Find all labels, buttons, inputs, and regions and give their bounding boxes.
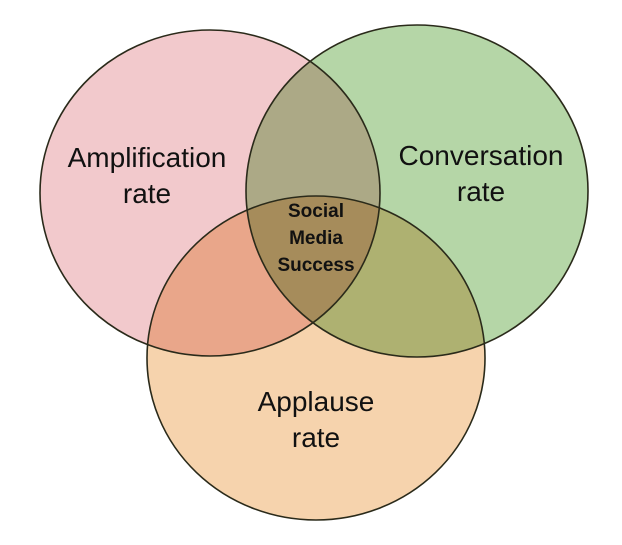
label-amplification-line1: Amplification <box>68 142 227 173</box>
label-amplification-line2: rate <box>123 178 171 209</box>
label-applause-line2: rate <box>292 422 340 453</box>
circle-applause-outline <box>146 195 486 521</box>
label-conversation-line2: rate <box>457 176 505 207</box>
circle-conversation-outline <box>245 24 589 358</box>
center-label-line3: Success <box>277 255 354 276</box>
center-label-line1: Social <box>288 201 344 222</box>
label-conversation-line1: Conversation <box>399 140 564 171</box>
center-label-line2: Media <box>289 228 343 249</box>
circle-amplification-outline <box>39 29 381 357</box>
label-applause-line1: Applause <box>258 386 375 417</box>
circle-applause <box>147 196 485 520</box>
